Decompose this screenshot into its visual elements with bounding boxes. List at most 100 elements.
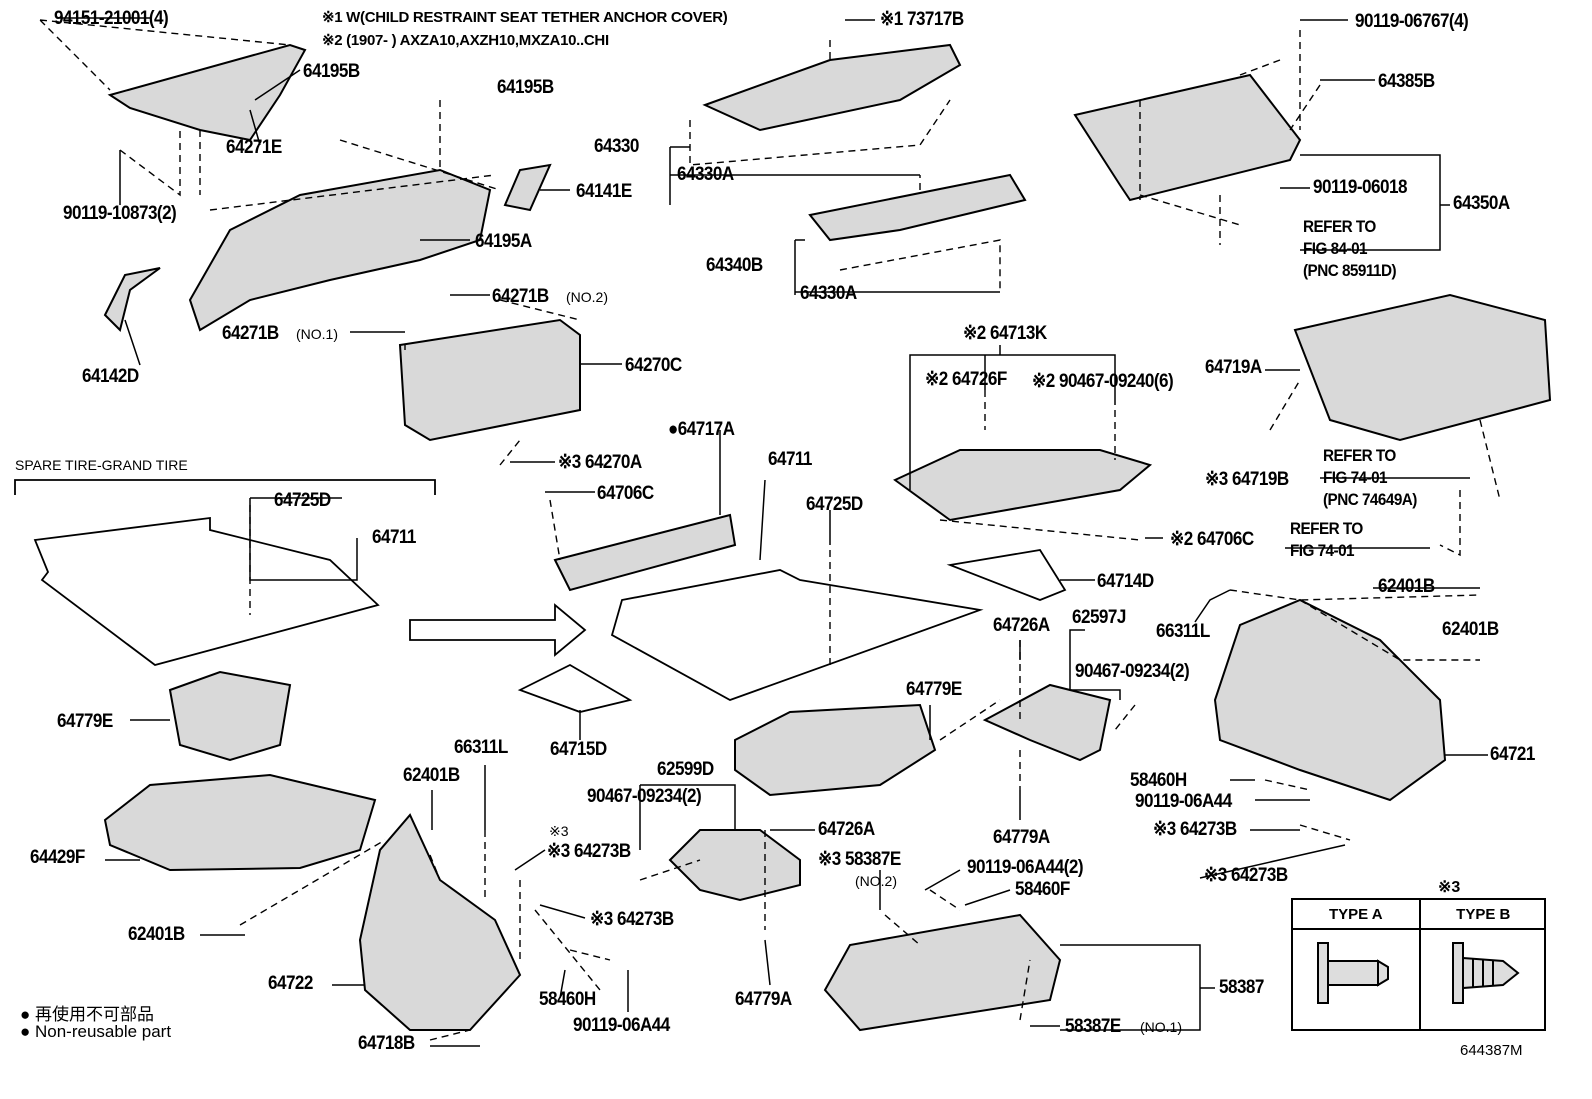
part-number-label: 64779A [735, 989, 792, 1010]
part-number-label: 64195B [303, 61, 360, 82]
part-number-label: 90119-06A44 [1135, 791, 1232, 812]
part-number-label: 62597J [1072, 607, 1126, 628]
part-64195A [188, 168, 492, 332]
refer-note-line: REFER TO [1303, 217, 1376, 236]
type-a-label: TYPE A [1328, 906, 1383, 923]
part-number-label: 64195B [497, 77, 554, 98]
part-64142D [103, 267, 161, 332]
part-number-label: 64725D [274, 490, 331, 511]
part-number-label: 64270C [625, 355, 682, 376]
part-58387 [823, 913, 1062, 1032]
part-number-label: ※3 58387E [818, 849, 901, 870]
bracket-spare-tire [14, 479, 436, 495]
part-number-label: 90119-10873(2) [63, 203, 177, 224]
part-64270C [398, 318, 581, 442]
part-number-label: 64779E [57, 711, 113, 732]
part-number-label: 64719A [1205, 357, 1262, 378]
part-number-label: ※3 64273B [1204, 865, 1288, 886]
part-64721 [1213, 598, 1447, 802]
part-number-label: ※3 64273B [1153, 819, 1237, 840]
part-64715D [517, 663, 633, 713]
part-number-label: 64385B [1378, 71, 1435, 92]
part-number-label: 64195A [475, 231, 532, 252]
part-number-label: 64330 [594, 136, 639, 157]
refer-note-line: (PNC 74649A) [1323, 490, 1417, 509]
part-number-label: ※2 90467-09240(6) [1032, 371, 1174, 392]
part-number-label: 58387 [1219, 977, 1264, 998]
part-number-label: 58460H [539, 989, 596, 1010]
type-table-mark: ※3 [1438, 879, 1461, 896]
part-number-label: 90467-09234(2) [1075, 661, 1190, 682]
part-64271E [107, 43, 307, 142]
part-number-label: 64714D [1097, 571, 1154, 592]
part-qualifier-label: ※3 [549, 823, 569, 839]
part-number-label: 64340B [706, 255, 763, 276]
part-number-label: 94151-21001(4) [54, 8, 169, 29]
part-number-label: 64721 [1490, 744, 1535, 765]
part-number-label: 64330A [677, 164, 734, 185]
part-number-label: 62599D [657, 759, 714, 780]
part-number-label: 90119-06A44 [573, 1015, 670, 1036]
part-number-label: 64726A [818, 819, 875, 840]
part-qualifier-label: (NO.2) [855, 873, 897, 889]
refer-note-line: (PNC 85911D) [1303, 261, 1397, 280]
part-number-label: 64722 [268, 973, 313, 994]
part-number-label: 58387E [1065, 1016, 1121, 1037]
legend-jp: ● 再使用不可部品 [20, 1005, 154, 1024]
part-number-label: 90119-06A44(2) [967, 857, 1084, 878]
part-number-label: 64718B [358, 1033, 415, 1054]
type-b-label: TYPE B [1456, 906, 1511, 923]
part-number-label: 62401B [403, 765, 460, 786]
part-number-label: 58460F [1015, 879, 1070, 900]
part-64330 [702, 43, 962, 132]
part-number-label: 64725D [806, 494, 863, 515]
part-number-label: 58460H [1130, 770, 1187, 791]
part-number-label: 90119-06767(4) [1355, 11, 1469, 32]
refer-note-line: REFER TO [1290, 519, 1363, 538]
part-64779E-l [168, 670, 292, 762]
part-62597J [982, 683, 1112, 762]
refer-note-line: FIG 84-01 [1303, 239, 1368, 258]
part-62599D [668, 829, 801, 902]
clip-type-a-icon [1316, 942, 1389, 1004]
part-64141E [503, 163, 552, 212]
part-number-label: 64711 [768, 449, 812, 470]
part-number-label: ※1 73717B [880, 9, 964, 30]
part-number-label: 62401B [1378, 576, 1435, 597]
part-number-label: 64271E [226, 137, 282, 158]
mat-64711-right [610, 569, 984, 701]
note-1: ※1 W(CHILD RESTRAINT SEAT TETHER ANCHOR … [322, 9, 728, 26]
part-number-label: 64779A [993, 827, 1050, 848]
refer-note-line: FIG 74-01 [1323, 468, 1388, 487]
clip-type-table: TYPE A TYPE B [1291, 898, 1546, 1031]
part-number-label: ※3 64270A [558, 452, 642, 473]
illustration-code: 644387M [1460, 1042, 1523, 1059]
part-number-label: 66311L [1156, 621, 1210, 642]
refer-note-line: REFER TO [1323, 446, 1396, 465]
part-number-label: 62401B [128, 924, 185, 945]
part-number-label: 62401B [1442, 619, 1499, 640]
part-qualifier-label: (NO.2) [566, 289, 608, 305]
part-number-label: 64726A [993, 615, 1050, 636]
part-number-label: 64706C [597, 483, 654, 504]
part-number-label: ※2 64706C [1170, 529, 1254, 550]
part-number-label: 64715D [550, 739, 607, 760]
part-number-label: 64271B [222, 323, 279, 344]
part-number-label: 66311L [454, 737, 508, 758]
part-64429F [103, 773, 377, 872]
section-title: SPARE TIRE-GRAND TIRE [15, 457, 188, 473]
part-number-label: 90119-06018 [1313, 177, 1407, 198]
part-number-label: 64779E [906, 679, 962, 700]
clip-type-b-icon [1452, 942, 1520, 1004]
legend-en: ● Non-reusable part [20, 1022, 172, 1041]
part-number-label: ※2 64726F [925, 369, 1007, 390]
part-number-label: 64330A [800, 283, 857, 304]
part-number-label: 64271B [492, 286, 549, 307]
type-b-cell: TYPE B [1418, 900, 1547, 1029]
type-a-cell: TYPE A [1293, 900, 1419, 1029]
mat-64711-left [33, 516, 380, 666]
part-64350A [1073, 73, 1302, 202]
part-64717A [553, 513, 737, 592]
